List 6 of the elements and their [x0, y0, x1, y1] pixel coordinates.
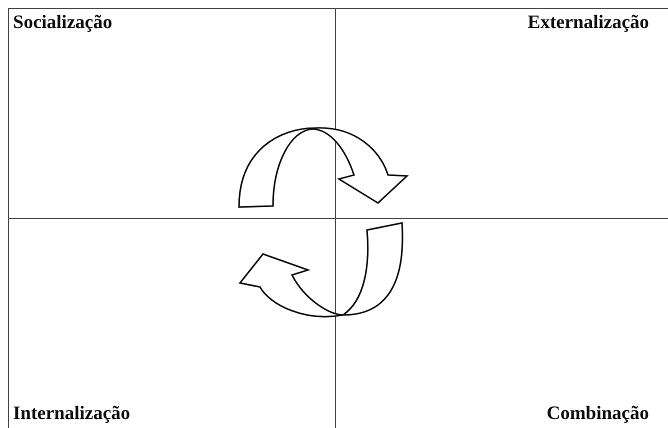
quadrant-label: Socialização: [13, 12, 112, 34]
curved-block-arrow: [238, 127, 408, 208]
quadrant-label: Internalização: [13, 403, 130, 425]
quadrant-label: Combinação: [546, 403, 649, 425]
curved-block-arrow: [239, 222, 404, 318]
quadrant-label: Externalização: [528, 12, 649, 34]
